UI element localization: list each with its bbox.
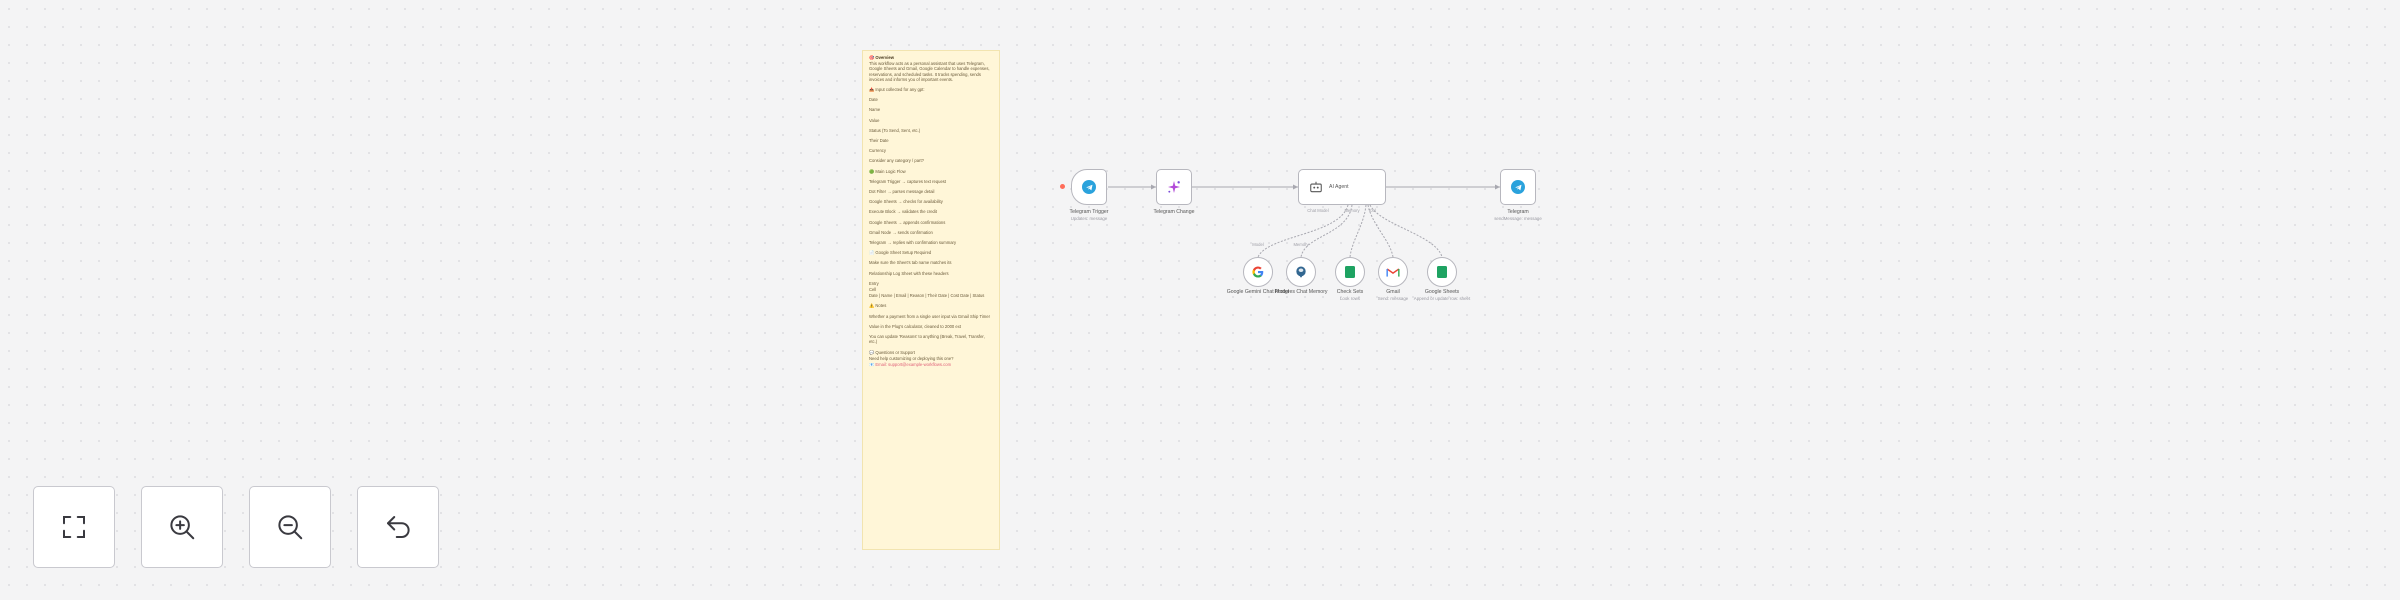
start-indicator <box>1060 184 1065 189</box>
sticky-note-line: Execute Block → validates the credit <box>869 209 937 215</box>
telegram-change-node[interactable] <box>1156 169 1192 205</box>
sticky-note-line: Name <box>869 107 881 113</box>
postgres-memory-title: Postgres Chat Memory <box>1274 289 1328 295</box>
sticky-note-line: Google Sheets → checks for availability <box>869 199 943 205</box>
telegram-trigger-subtitle: Updates: message <box>1070 216 1108 221</box>
sticky-note-line: Entry <box>869 280 879 286</box>
gmail-node[interactable] <box>1378 257 1408 287</box>
zoom-in-icon <box>170 515 195 540</box>
sticky-note-line: Make sure the Sheet's tab name matches i… <box>869 260 952 266</box>
tool-port-label: Model <box>1252 242 1264 247</box>
telegram-icon <box>1511 180 1525 194</box>
sticky-note-line: Telegram Trigger → captures text request <box>869 178 947 184</box>
fit-view-button[interactable] <box>33 486 115 568</box>
google-sheets-subtitle: Append or update row: sheet <box>1413 296 1471 301</box>
sticky-note-line: Relationship Log Sheet with these header… <box>869 270 949 276</box>
sticky-note-line: 💬 Questions or Support <box>869 349 915 355</box>
telegram-change-title: Telegram Change <box>1153 209 1195 215</box>
ai-agent-label: AI Agent <box>1329 184 1349 190</box>
sticky-note-line: 🟢 Main Logic Flow <box>869 168 906 174</box>
zoom-in-button[interactable] <box>141 486 223 568</box>
sticky-note-line: Telegram → replies with confirmation sum… <box>869 240 957 246</box>
sticky-note-line: Value <box>869 117 880 123</box>
arrow-to-agent <box>1293 184 1298 190</box>
sticky-note-line: Date | Name | Email | Reason | Their Dat… <box>869 293 985 299</box>
check-sets-node[interactable] <box>1335 257 1365 287</box>
sticky-note-line: Need help customizing or deploying this … <box>869 355 954 361</box>
port-memory: Memory <box>1344 208 1360 213</box>
undo-icon <box>387 516 410 538</box>
gmail-subtitle: Send: message <box>1377 296 1409 301</box>
telegram-icon <box>1082 180 1096 194</box>
telegram-subtitle: sendMessage: message <box>1494 216 1542 221</box>
zoom-out-icon <box>278 515 303 540</box>
telegram-trigger-node[interactable] <box>1071 169 1107 205</box>
google-gemini-title: Google Gemini Chat Model <box>1226 289 1290 295</box>
zoom-out-button[interactable] <box>249 486 331 568</box>
fit-view-icon <box>63 516 85 538</box>
gmail-icon <box>1386 267 1400 277</box>
edge-agent-gmail <box>1367 204 1394 258</box>
sticky-note-line: Their Date <box>869 138 889 144</box>
sticky-note-line: Dot Filter → parses message detail <box>869 189 935 195</box>
sticky-note-line: Currency <box>869 148 886 154</box>
sticky-note-line: Value in the Plug's calculator, cleaned … <box>869 323 961 329</box>
sheets-icon <box>1345 266 1355 278</box>
postgres-memory-node[interactable] <box>1286 257 1316 287</box>
sticky-note-line: Date <box>869 97 878 103</box>
sparkle-icon <box>1168 181 1180 193</box>
sticky-note-line: Status (To Send, Sent, etc.) <box>869 127 921 133</box>
edge-agent-memory <box>1300 204 1353 258</box>
edge-agent-sheets <box>1369 204 1443 258</box>
gmail-title: Gmail <box>1386 289 1400 295</box>
sticky-note-line: 🎯 Overview <box>869 55 895 60</box>
google-icon <box>1252 266 1264 278</box>
arrow-to-change <box>1151 184 1156 190</box>
sticky-note-line: Gmail Node → sends confirmation <box>869 229 933 235</box>
sticky-note-line: ⚠️ Notes <box>869 303 887 309</box>
check-sets-subtitle: Look rows <box>1339 296 1360 301</box>
sticky-note-line: You can update 'Reasons' to anything (Br… <box>869 334 985 345</box>
sticky-note-line: This workflow acts as a personal assista… <box>869 61 990 82</box>
sticky-note-line: 📧 Email: support@example-workflows.com <box>869 361 952 367</box>
edge-agent-model <box>1257 204 1349 258</box>
sticky-note-line: Google Sheets → appends confirmations <box>869 219 946 225</box>
sticky-note-line: Whether a payment from a single user inp… <box>869 313 991 319</box>
google-sheets-node[interactable] <box>1427 257 1457 287</box>
port-tool: Tool <box>1368 208 1376 213</box>
edge-agent-checksets <box>1349 204 1367 258</box>
telegram-title: Telegram <box>1507 209 1529 215</box>
sheets-icon <box>1437 266 1447 278</box>
port-chat-model: Chat Model <box>1307 208 1329 213</box>
postgres-icon <box>1296 266 1306 278</box>
telegram-trigger-title: Telegram Trigger <box>1069 209 1109 215</box>
sticky-note-line: 📄 Google Sheet Setup Required <box>869 250 932 256</box>
tool-port-label: Memory <box>1293 242 1309 247</box>
sticky-note-line: Consider any category / part? <box>869 158 924 164</box>
robot-icon <box>1310 181 1322 193</box>
ai-agent-node[interactable]: AI Agent <box>1298 169 1386 205</box>
google-sheets-title: Google Sheets <box>1424 289 1460 295</box>
telegram-node[interactable] <box>1500 169 1536 205</box>
sticky-note-line: Cell <box>869 287 877 293</box>
google-gemini-node[interactable] <box>1243 257 1273 287</box>
sticky-note-line: 📤 Input collected for any gpt: <box>869 87 925 93</box>
undo-button[interactable] <box>357 486 439 568</box>
arrow-to-telegram <box>1495 184 1500 190</box>
check-sets-title: Check Sets <box>1336 289 1364 295</box>
